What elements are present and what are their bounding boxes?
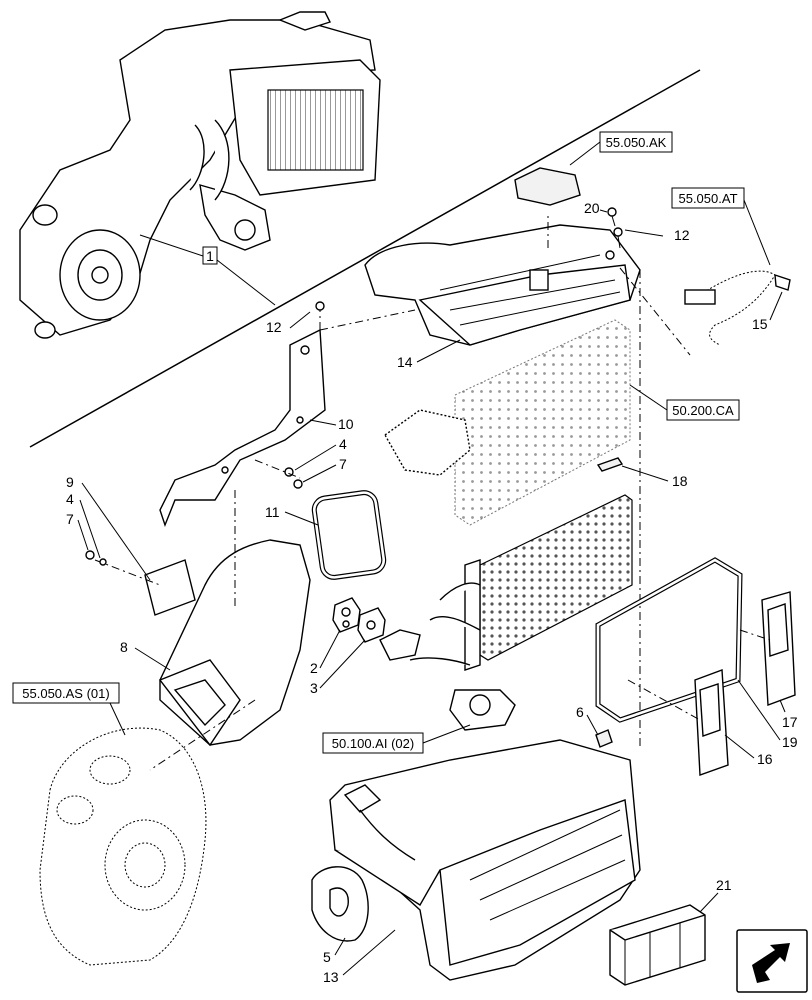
callout-12-top: 12	[674, 227, 690, 243]
ref-50-200-ca[interactable]: 50.200.CA	[629, 384, 740, 421]
callout-19: 19	[782, 734, 798, 750]
callout-9: 9	[66, 474, 74, 490]
arrow-navigation-icon[interactable]	[736, 929, 808, 993]
air-duct-8	[158, 539, 311, 747]
ref-55-050-at[interactable]: 55.050.AT	[671, 187, 771, 266]
callout-8: 8	[120, 639, 128, 655]
water-valve-assembly	[379, 582, 516, 731]
callout-12-left: 12	[266, 319, 282, 335]
callout-10: 10	[338, 416, 354, 432]
cover-plate-9	[144, 559, 196, 616]
callout-13: 13	[323, 969, 339, 985]
gasket-11	[311, 490, 387, 580]
ref-50-100-ai-02-label: 50.100.AI (02)	[332, 736, 414, 751]
callout-15: 15	[752, 316, 768, 332]
ref-55-050-as-01[interactable]: 55.050.AS (01)	[12, 682, 126, 736]
ref-50-200-ca-label: 50.200.CA	[672, 403, 734, 418]
filter-16	[694, 669, 729, 776]
callout-18: 18	[672, 473, 688, 489]
clip-6	[595, 729, 613, 748]
callout-7-left: 7	[66, 511, 74, 527]
screw-7-left	[85, 550, 95, 560]
screw-7-right	[293, 479, 303, 489]
screw-12-top	[613, 227, 623, 249]
wire-harness	[684, 270, 791, 346]
ref-50-100-ai-02[interactable]: 50.100.AI (02)	[322, 724, 471, 754]
crate-21	[609, 904, 706, 986]
ref-55-050-ak[interactable]: 55.050.AK	[569, 131, 673, 166]
upper-housing	[364, 224, 641, 346]
gasket-3	[357, 607, 386, 643]
evaporator-core	[384, 319, 631, 526]
callout-1: 1	[139, 234, 276, 306]
control-module	[514, 167, 581, 206]
screw-12-left	[315, 301, 325, 311]
drain-seal-5	[311, 866, 369, 942]
ref-55-050-at-label: 55.050.AT	[678, 191, 737, 206]
callout-16: 16	[757, 751, 773, 767]
screw-20	[607, 207, 617, 227]
callout-7-right: 7	[339, 456, 347, 472]
heater-core	[464, 494, 633, 671]
ref-55-050-ak-label: 55.050.AK	[606, 135, 667, 150]
callout-6: 6	[576, 704, 584, 720]
callout-14: 14	[397, 354, 413, 370]
callout-1-label: 1	[206, 248, 214, 264]
callout-labels: 20 12 12 14 15 10 4 7 18 9 4 7 11 8 2 3 …	[66, 200, 798, 985]
callout-11: 11	[265, 504, 280, 520]
filter-17	[761, 591, 796, 706]
callout-17: 17	[782, 714, 798, 730]
callout-21: 21	[716, 877, 732, 893]
separator-line	[29, 69, 701, 448]
ref-55-050-as-01-label: 55.050.AS (01)	[22, 686, 109, 701]
callout-20: 20	[584, 200, 600, 216]
assembled-hvac-unit	[19, 11, 381, 339]
washer-4-left	[99, 558, 107, 566]
gasket-2	[332, 597, 361, 633]
callout-4-right: 4	[339, 436, 347, 452]
blower-unit	[39, 727, 207, 966]
callout-4-left: 4	[66, 491, 74, 507]
callout-2: 2	[310, 660, 318, 676]
callout-3: 3	[310, 680, 318, 696]
lower-housing	[329, 739, 641, 981]
callout-5: 5	[323, 949, 331, 965]
seal-strip	[596, 457, 624, 472]
